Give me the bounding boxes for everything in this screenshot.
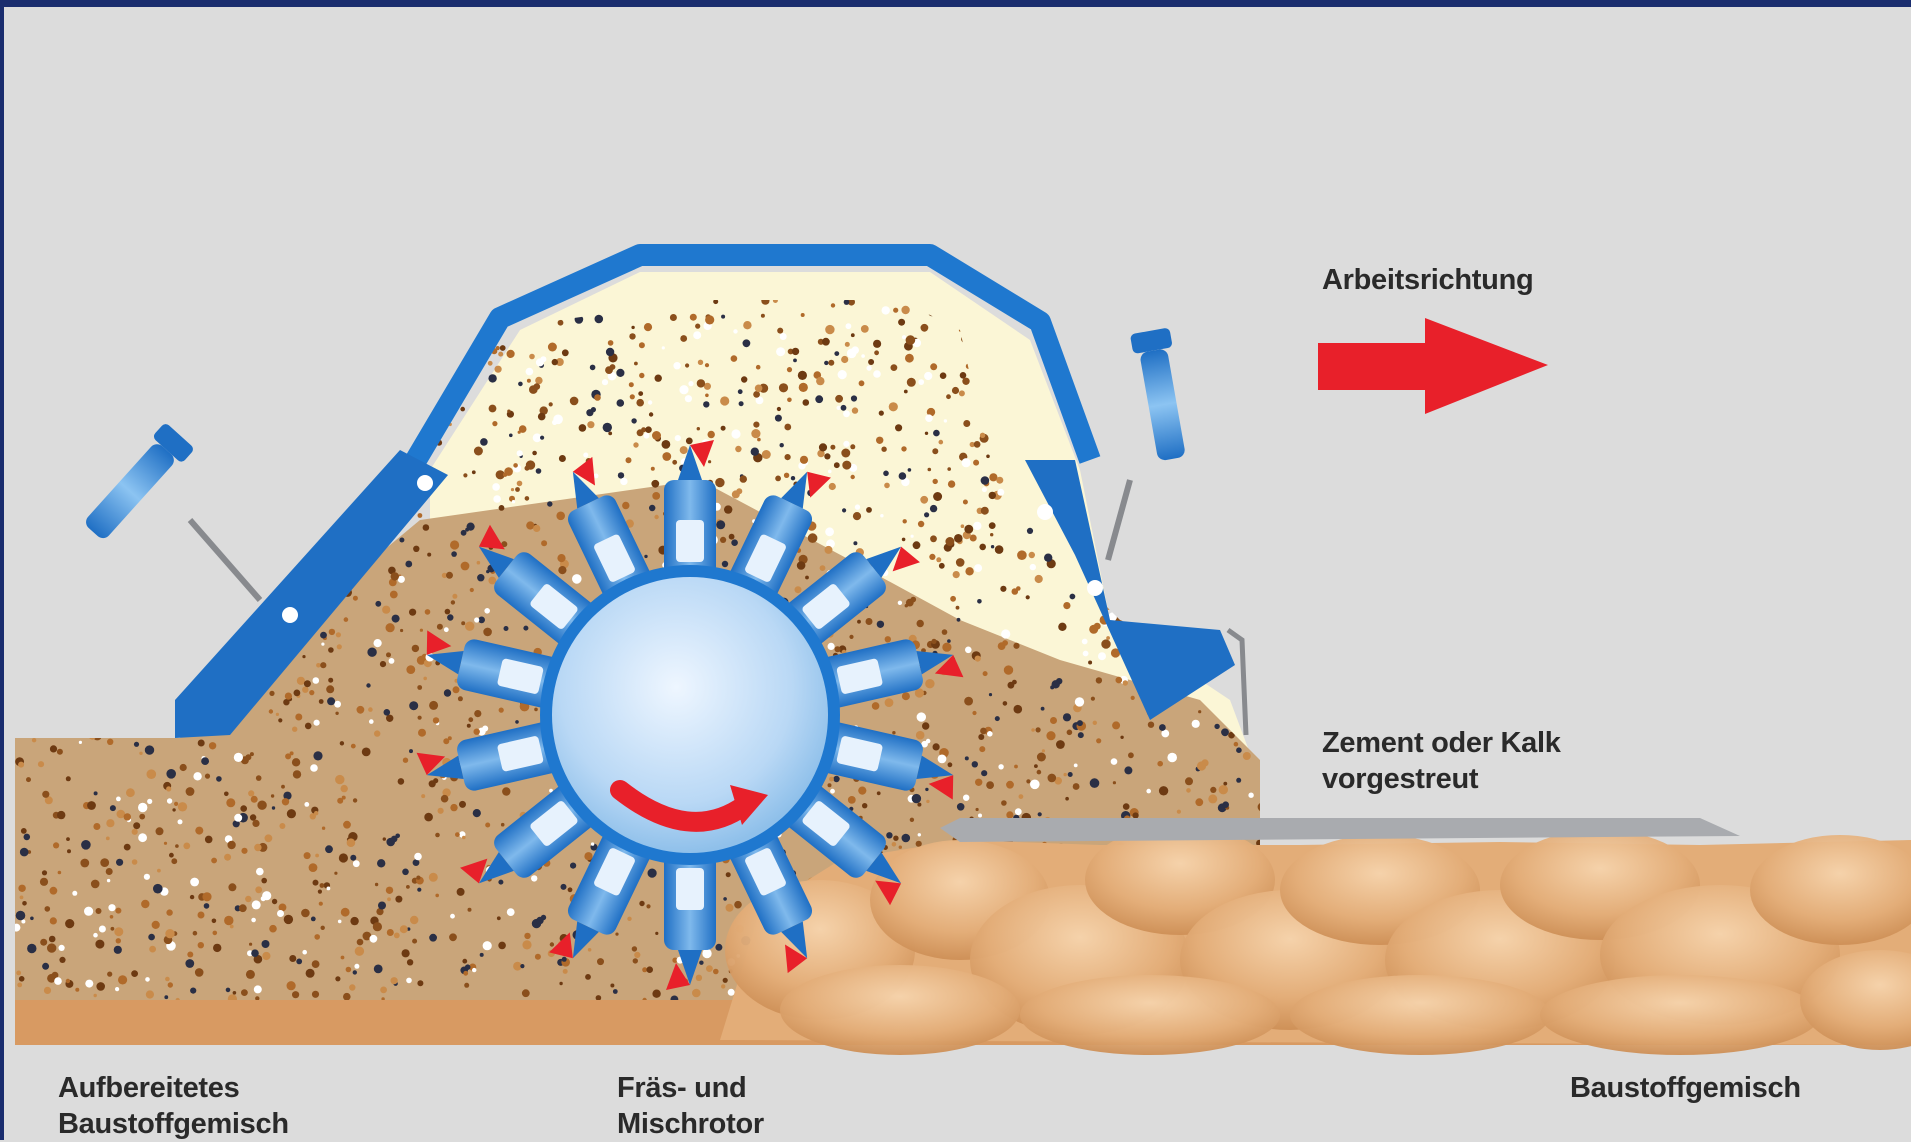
flap-bolt bbox=[417, 475, 433, 491]
top-border bbox=[0, 0, 1911, 7]
arrow-right-icon bbox=[1318, 318, 1548, 414]
flap-bolt bbox=[282, 607, 298, 623]
left-border bbox=[0, 0, 4, 1140]
flap-bolt bbox=[1037, 504, 1053, 520]
binder-label: Zement oder Kalk vorgestreut bbox=[1322, 725, 1561, 797]
rotor-label: Fräs- und Mischrotor bbox=[617, 1070, 764, 1142]
raw-material-label: Baustoffgemisch bbox=[1570, 1070, 1801, 1106]
working-direction-label: Arbeitsrichtung bbox=[1322, 262, 1533, 298]
right-spray-nozzle bbox=[1108, 327, 1192, 560]
processed-material-label: Aufbereitetes Baustoffgemisch bbox=[58, 1070, 289, 1142]
flap-bolt bbox=[1087, 580, 1103, 596]
left-spray-nozzle bbox=[78, 422, 260, 600]
